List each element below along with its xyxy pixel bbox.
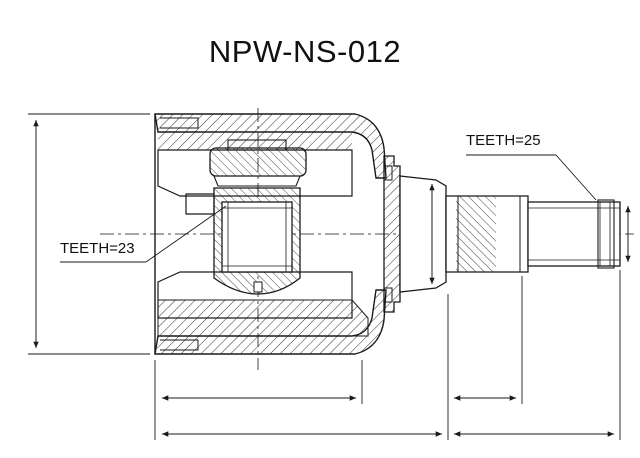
housing-upper-wall bbox=[154, 113, 387, 179]
outer-spline-shaft bbox=[527, 201, 621, 267]
boss-ring bbox=[383, 155, 401, 313]
label-outer-teeth: TEETH=25 bbox=[466, 132, 541, 149]
part-number-title: NPW-NS-012 bbox=[208, 34, 402, 69]
upper-inner-hatch bbox=[158, 132, 352, 150]
roller-top bbox=[209, 147, 307, 177]
shaft-stub bbox=[185, 193, 215, 215]
leader-inner-teeth bbox=[60, 205, 227, 263]
neck bbox=[399, 175, 447, 293]
dimension-housing-height bbox=[28, 113, 150, 355]
inner-spline-bore bbox=[221, 201, 293, 273]
dimension-bottom bbox=[154, 270, 621, 440]
lower-inner-hatch bbox=[157, 299, 369, 337]
leader-outer-teeth bbox=[466, 154, 597, 201]
label-inner-teeth: TEETH=23 bbox=[60, 240, 135, 257]
